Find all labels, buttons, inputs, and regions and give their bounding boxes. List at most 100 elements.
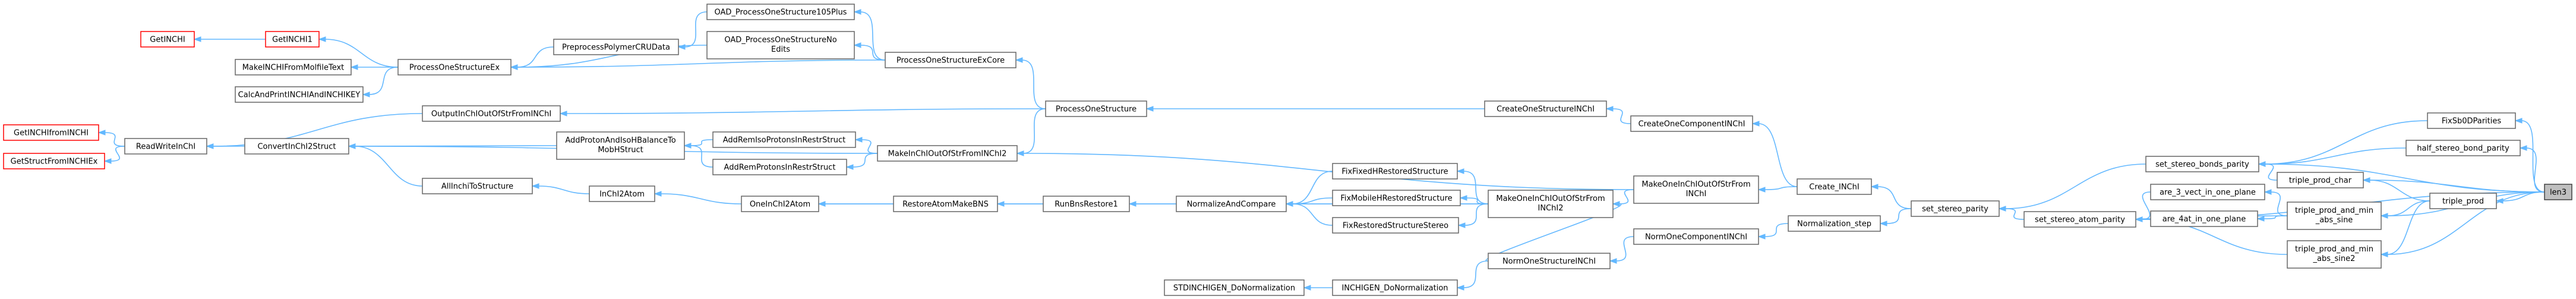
node-label: triple_prod_and_min	[2295, 206, 2373, 215]
node-create-inchi[interactable]: Create_INChI	[1797, 178, 1872, 195]
node-normonecomponentinchi[interactable]: NormOneComponentINChI	[1633, 228, 1759, 245]
edge-line	[1764, 186, 1798, 190]
node-set-stereo-bonds-parity[interactable]: set_stereo_bonds_parity	[2145, 156, 2259, 172]
node-oneinchi2atom[interactable]: OneInChI2Atom	[741, 196, 819, 212]
arrowhead-icon	[1285, 201, 1293, 207]
node-normalizeandcompare[interactable]: NormalizeAndCompare	[1176, 196, 1287, 212]
node-preprocesspolymercrudata[interactable]: PreprocessPolymerCRUData	[553, 39, 679, 55]
node-label: OAD_ProcessOneStructureNo	[724, 36, 836, 45]
node-oad-processonestructure105plus[interactable]: OAD_ProcessOneStructure105Plus	[706, 4, 855, 20]
node-label: STDINCHIGEN_DoNormalization	[1173, 284, 1295, 293]
arrowhead-icon	[1751, 121, 1760, 127]
arrowhead-icon	[1145, 106, 1154, 112]
node-triple-prod-and-min-abs-sine[interactable]: triple_prod_and_min_abs_sine	[2287, 202, 2382, 230]
node-triple-prod[interactable]: triple_prod	[2429, 193, 2497, 209]
arrowhead-icon	[1998, 206, 2006, 212]
edge-makeoneinchioutofstrfrominchi-to-makeinchioutofstrfrominchi2	[1016, 150, 1634, 190]
arrowhead-icon	[1609, 258, 1617, 264]
node-label: CreateOneComponentINChI	[1639, 120, 1745, 129]
node-runbnsrestore1[interactable]: RunBnsRestore1	[1043, 196, 1130, 212]
node-processonestructure[interactable]: ProcessOneStructure	[1045, 100, 1147, 117]
node-fixfixedhrestoredstructure[interactable]: FixFixedHRestoredStructure	[1332, 163, 1458, 180]
edge-readwriteinchi-to-getinchifrominchi	[97, 130, 125, 147]
node-processonestructureex[interactable]: ProcessOneStructureEx	[397, 59, 512, 75]
edge-line	[1292, 203, 1333, 226]
node-readwriteinchi[interactable]: ReadWriteInChI	[124, 138, 207, 155]
node-createonestructureinchi[interactable]: CreateOneStructureINChI	[1484, 100, 1607, 117]
node-outputinchioutofstrfrominchi[interactable]: OutputInChIOutOfStrFromINChI	[422, 105, 561, 122]
arrowhead-icon	[677, 44, 686, 50]
node-makeinchifrommolfiletext[interactable]: MakeINCHIFromMolfileText	[235, 59, 352, 75]
edge-line	[860, 11, 886, 61]
arrowhead-icon	[817, 201, 826, 207]
node-label: AllInchiToStructure	[441, 182, 513, 191]
node-box	[1164, 279, 1305, 296]
edge-line	[2264, 163, 2278, 181]
node-allinchitostructure[interactable]: AllInchiToStructure	[422, 178, 533, 194]
node-addremprotonsinrestrstruct[interactable]: AddRemProtonsInRestrStruct	[712, 159, 847, 175]
edge-line	[2264, 163, 2545, 193]
node-getinchifrominchi[interactable]: GetINCHIfromINCHI	[3, 124, 99, 141]
edge-processonestructureex-to-calcandprintinchiandinchikey	[362, 67, 399, 97]
node-createonecomponentinchi[interactable]: CreateOneComponentINChI	[1630, 115, 1753, 132]
edge-createonestructureinchi-to-processonestructure	[1145, 106, 1485, 112]
node-convertinchi2struct[interactable]: ConvertInChI2Struct	[244, 138, 349, 155]
arrowhead-icon	[1879, 221, 1887, 226]
node-getstructfrominchiex[interactable]: GetStructFromINCHIEx	[3, 153, 105, 169]
node-calcandprintinchiandinchikey[interactable]: CalcAndPrintINCHIAndINCHIKEY	[235, 86, 364, 103]
arrowhead-icon	[2256, 216, 2265, 222]
node-label: _abs_sine2	[2313, 254, 2356, 263]
node-set-stereo-parity[interactable]: set_stereo_parity	[1911, 200, 2000, 217]
node-half-stereo-bond-parity[interactable]: half_stereo_bond_parity	[2405, 140, 2521, 156]
node-stdinchigen-donormalization[interactable]: STDINCHIGEN_DoNormalization	[1164, 279, 1305, 296]
node-are-3-vect-in-one-plane[interactable]: are_3_vect_in_one_plane	[2150, 184, 2265, 200]
edge-processonestructure-to-outputinchioutofstrfrominchi	[559, 108, 1046, 117]
edge-line	[2369, 180, 2545, 193]
node-getinchi1[interactable]: GetINCHI1	[265, 31, 320, 48]
arrowhead-icon	[1303, 285, 1311, 291]
node-triple-prod-and-min-abs-sine2[interactable]: triple_prod_and_min_abs_sine2	[2287, 240, 2382, 269]
node-processonestructureexcore[interactable]: ProcessOneStructureExCore	[885, 52, 1016, 68]
node-triple-prod-char[interactable]: triple_prod_char	[2277, 172, 2364, 188]
edge-line	[690, 145, 714, 168]
edge-processonestructure-to-makeinchioutofstrfrominchi2	[1016, 108, 1046, 156]
node-fixmobilehrestoredstructure[interactable]: FixMobileHRestoredStructure	[1332, 190, 1461, 206]
node-box	[1488, 190, 1614, 218]
node-getinchi[interactable]: GetINCHI	[140, 31, 195, 48]
edge-len3-to-triple-prod	[2495, 191, 2545, 204]
node-normalization-step[interactable]: Normalization_step	[1788, 215, 1881, 232]
edge-normalization-step-to-normonecomponentinchi	[1757, 223, 1789, 240]
node-are-4at-in-one-plane[interactable]: are_4at_in_one_plane	[2150, 210, 2258, 227]
node-normonestructureinchi[interactable]: NormOneStructureINChI	[1488, 253, 1611, 269]
edge-line	[2526, 147, 2545, 193]
edge-triple-prod-and-min-abs-sine-to-are-4at-in-one-plane	[2256, 215, 2288, 222]
node-set-stereo-atom-parity[interactable]: set_stereo_atom_parity	[2023, 211, 2136, 228]
node-fixsb0dparities[interactable]: FixSb0DParities	[2427, 112, 2516, 129]
node-addremisoprotonsinrestrstruct[interactable]: AddRemIsoProtonsInRestrStruct	[712, 131, 856, 148]
edge-fixmobilehrestoredstructure-to-normalizeandcompare	[1285, 197, 1333, 207]
node-box	[1332, 217, 1459, 234]
node-box	[2023, 211, 2136, 228]
arrowhead-icon	[845, 164, 854, 170]
node-label: NormOneStructureINChI	[1502, 257, 1596, 266]
edge-line	[2502, 191, 2545, 202]
node-makeinchioutofstrfrominchi2[interactable]: MakeInChIOutOfStrFromINChI2	[877, 145, 1018, 162]
edge-inchigen-donormalization-to-stdinchigen-donormalization	[1303, 285, 1333, 291]
edge-line	[1466, 197, 1489, 204]
edge-allinchitostructure-to-convertinchi2struct	[348, 143, 423, 187]
arrowhead-icon	[2135, 216, 2143, 222]
node-label: are_3_vect_in_one_plane	[2160, 188, 2256, 197]
node-label: are_4at_in_one_plane	[2163, 215, 2246, 224]
node-label: FixFixedHRestoredStructure	[1341, 168, 1448, 177]
node-fixrestoredstructurestereo[interactable]: FixRestoredStructureStereo	[1332, 217, 1459, 234]
node-restoreatommakebns[interactable]: RestoreAtomMakeBNS	[893, 196, 998, 212]
node-inchigen-donormalization[interactable]: INCHIGEN_DoNormalization	[1332, 279, 1458, 296]
node-box	[1630, 115, 1753, 132]
edge-triple-prod-and-min-abs-sine-to-are-3-vect-in-one-plane	[2264, 189, 2288, 216]
node-inchi2atom[interactable]: InChI2Atom	[589, 185, 655, 202]
edge-half-stereo-bond-parity-to-set-stereo-bonds-parity	[2258, 147, 2407, 167]
